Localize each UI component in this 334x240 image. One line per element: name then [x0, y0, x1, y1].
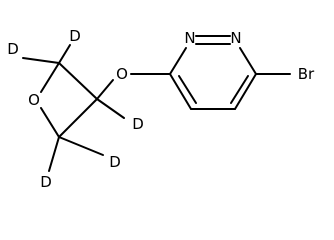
bond-c2-d-top [58, 44, 71, 64]
atom-d-bottom-right-label: D [109, 153, 121, 171]
atom-o-ether-label: O [116, 65, 128, 83]
atom-br-label: Br [298, 65, 315, 83]
bond-c2-d-top-left [22, 57, 60, 64]
bond-c4-d-bottom-left [48, 136, 60, 172]
atom-o-ring-label: O [28, 91, 40, 109]
oxetane-ring [40, 62, 98, 138]
bond-c4-c3 [58, 98, 98, 138]
bond-o-oxetane [96, 79, 114, 100]
bond-c-br-n2 [239, 47, 257, 75]
bond-n1-c-ether [169, 47, 187, 75]
atom-d-bottom-left-label: D [40, 173, 52, 191]
bond-c3-d-right [96, 98, 125, 119]
atom-n2-label: N [230, 29, 241, 47]
pyridazine-ring [169, 35, 257, 110]
atom-d-top-label: D [69, 27, 81, 45]
atom-n1-label: N [184, 29, 195, 47]
bond-c5-c-br [234, 73, 257, 110]
atom-d-top-left-label: D [7, 40, 19, 58]
bond-c-ether-c4-inner [178, 75, 197, 104]
bond-c4-d-bottom-right [58, 136, 104, 156]
bond-c2-o-ring [40, 62, 60, 93]
atom-d-right-label: D [132, 115, 144, 133]
bond-o-ring-c4 [40, 107, 60, 138]
bond-c3-c2 [58, 62, 98, 100]
structure-diagram: N N Br O O D D D D D [7, 27, 316, 191]
bond-c5-c-br-inner [230, 75, 249, 104]
molecule-drawing: N N Br O O D D D D D [7, 27, 315, 191]
bond-c-ether-c4 [169, 73, 192, 110]
